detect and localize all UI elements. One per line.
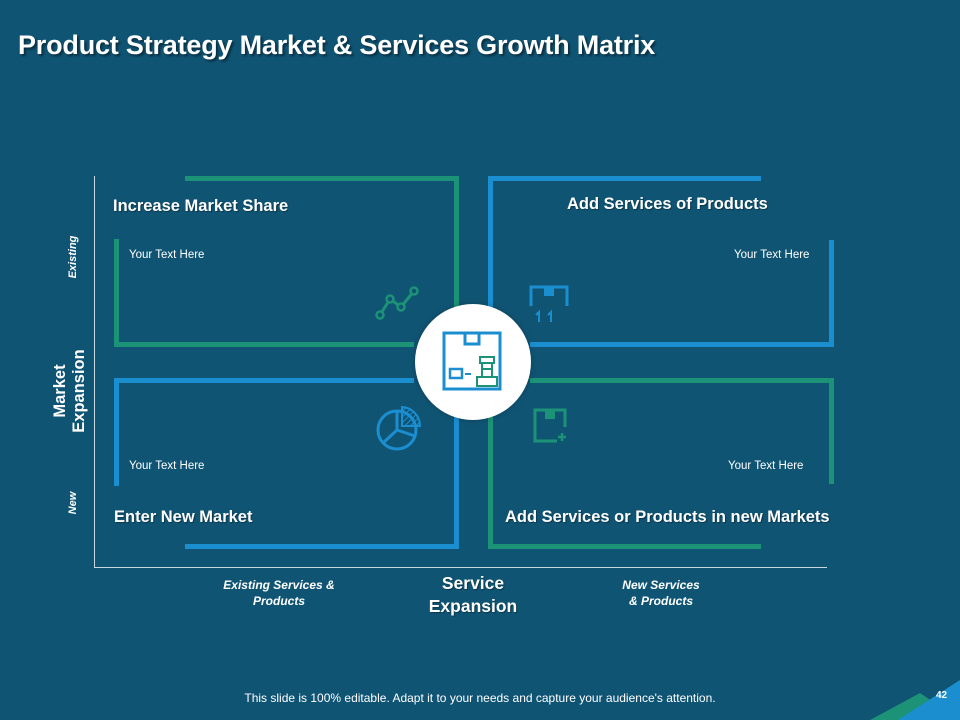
y-axis-title-line1: Market [51, 364, 69, 418]
box-plus-icon [533, 408, 567, 443]
bottom-left-frame-outer [185, 392, 459, 549]
box-arrows-up-icon [529, 285, 569, 322]
pie-chart-icon [376, 405, 422, 451]
bottom-left-heading: Enter New Market [114, 508, 253, 526]
x-axis-new-line2: & Products [628, 594, 693, 608]
top-right-text: Your Text Here [734, 249, 810, 261]
y-axis-existing-label: Existing [67, 235, 79, 279]
top-left-heading: Increase Market Share [113, 197, 289, 215]
slide-title: Product Strategy Market & Services Growt… [18, 30, 656, 60]
bottom-left-text: Your Text Here [129, 460, 205, 472]
bottom-right-heading: Add Services or Products in new Markets [505, 508, 830, 526]
x-axis-line [94, 567, 827, 568]
center-circle [415, 304, 531, 420]
top-left-frame-outer [185, 176, 459, 336]
y-axis-title-line2: Expansion [70, 349, 88, 433]
corner-decoration [870, 680, 960, 720]
x-axis-existing-label: Existing Services & Products [208, 577, 350, 609]
top-right-heading: Add Services of Products [567, 195, 768, 213]
top-left-frame-inner [114, 239, 414, 347]
top-right-frame-outer [488, 176, 761, 336]
page-number: 42 [936, 690, 948, 701]
x-axis-existing-line2: Products [252, 594, 305, 608]
x-axis-new-line1: New Services [622, 578, 700, 592]
y-axis-new-label: New [67, 491, 79, 515]
x-axis-title: Service Expansion [412, 572, 534, 618]
x-axis-existing-line1: Existing Services & [223, 578, 335, 592]
bottom-right-frame-inner [530, 378, 834, 484]
bottom-left-frame-inner [114, 378, 414, 486]
x-axis-new-label: New Services & Products [600, 577, 722, 609]
footer-note: This slide is 100% editable. Adapt it to… [244, 691, 716, 705]
top-left-text: Your Text Here [129, 249, 205, 261]
x-axis-title-line1: Service [441, 573, 505, 593]
bottom-right-text: Your Text Here [728, 460, 804, 472]
top-right-frame-inner [530, 240, 834, 347]
box-strategy-icon [442, 331, 502, 391]
y-axis-title: Market Expansion [51, 343, 89, 439]
line-graph-icon [375, 286, 419, 320]
bottom-right-frame-outer [488, 392, 761, 549]
y-axis-line [94, 176, 95, 568]
x-axis-title-line2: Expansion [428, 596, 518, 616]
